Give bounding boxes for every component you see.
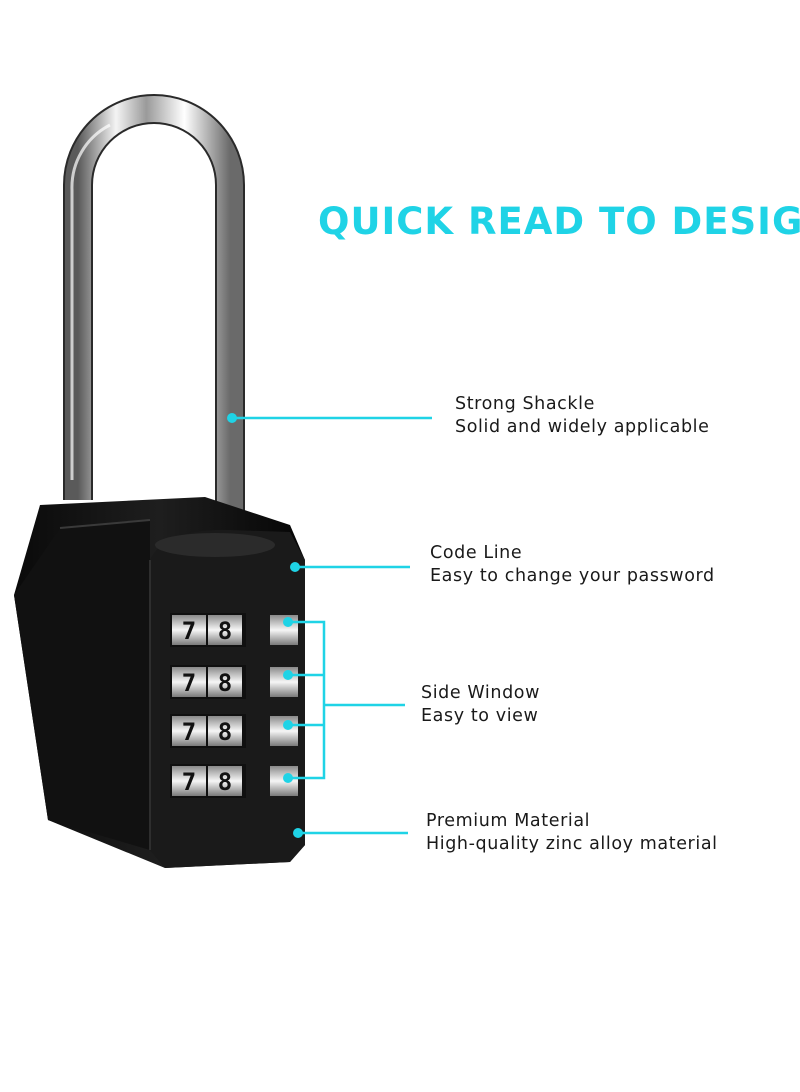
dial-digit-left[interactable]: 7	[182, 617, 196, 645]
callout-dots	[227, 413, 303, 838]
feature-title: Premium Material	[426, 811, 591, 831]
lock-body	[14, 497, 305, 868]
dial-digit-right[interactable]: 8	[218, 718, 232, 746]
dial-digit-left[interactable]: 7	[182, 768, 196, 796]
callout-dot	[283, 720, 293, 730]
dial-row: 7 8	[170, 714, 298, 748]
callout-lines	[232, 416, 432, 835]
callout-dot	[283, 773, 293, 783]
dial-digit-left[interactable]: 7	[182, 669, 196, 697]
dial-digit-right[interactable]: 8	[218, 669, 232, 697]
dial-digit-right[interactable]: 8	[218, 768, 232, 796]
dial-row: 7 8	[170, 665, 298, 699]
feature-title: Side Window	[421, 683, 541, 703]
feature-subtitle: Easy to view	[421, 706, 539, 726]
callout-dot	[293, 828, 303, 838]
feature-premium-material: Premium Material High-quality zinc alloy…	[426, 810, 718, 856]
feature-title: Strong Shackle	[455, 394, 595, 414]
callout-dot	[283, 670, 293, 680]
headline: QUICK READ TO DESIGN	[318, 200, 800, 243]
feature-subtitle: Solid and widely applicable	[455, 417, 710, 437]
feature-strong-shackle: Strong Shackle Solid and widely applicab…	[455, 393, 709, 439]
shackle	[63, 94, 245, 525]
callout-dot	[290, 562, 300, 572]
feature-side-window: Side Window Easy to view	[421, 682, 540, 728]
dial-row: 7 8	[170, 613, 298, 647]
callout-dot	[283, 617, 293, 627]
combination-dials: 7 8 7 8 7 8	[170, 613, 298, 798]
dial-digit-right[interactable]: 8	[218, 617, 232, 645]
feature-title: Code Line	[430, 543, 523, 563]
callout-dot	[227, 413, 237, 423]
feature-code-line: Code Line Easy to change your password	[430, 542, 715, 588]
callout-bracket-side-window	[288, 620, 405, 780]
feature-subtitle: High-quality zinc alloy material	[426, 834, 718, 854]
feature-subtitle: Easy to change your password	[430, 566, 715, 586]
dial-row: 7 8	[170, 764, 298, 798]
dial-digit-left[interactable]: 7	[182, 718, 196, 746]
